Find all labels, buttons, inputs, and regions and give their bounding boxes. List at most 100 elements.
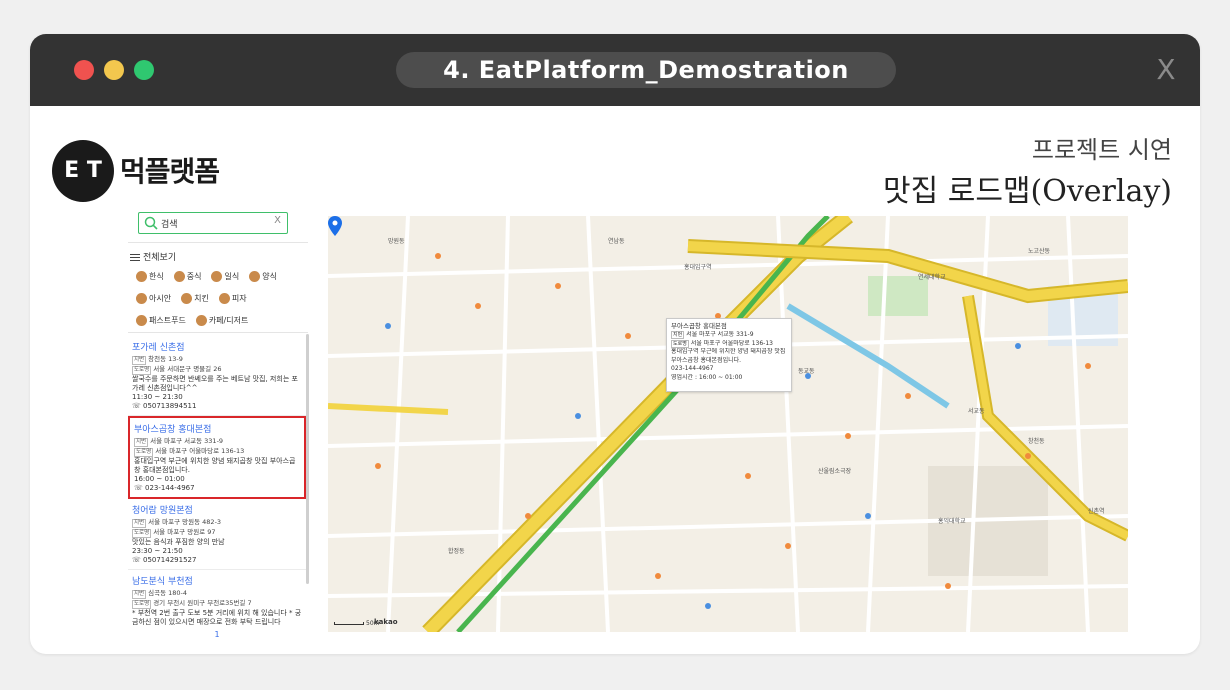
phone-icon: ☏ [132, 402, 143, 410]
phone-value: 050713894511 [142, 402, 197, 410]
road-badge: 도로명 [132, 529, 152, 538]
map-label: 망원동 [388, 238, 405, 245]
close-window-dot[interactable] [74, 60, 94, 80]
category-chicken[interactable]: 치킨 [179, 292, 213, 306]
search-icon [144, 216, 158, 230]
jibun-badge: 지번 [671, 331, 685, 339]
jibun-badge: 지번 [132, 356, 147, 365]
food-icon [136, 293, 147, 304]
search-input[interactable] [161, 215, 271, 231]
road-value: 서울 서대문구 명물길 26 [153, 365, 222, 373]
map-label: 서교동 [968, 408, 985, 415]
clear-search-icon[interactable]: X [274, 215, 281, 226]
close-icon[interactable]: X [1156, 53, 1176, 86]
food-icon [218, 293, 230, 304]
category-asian[interactable]: 아시안 [134, 292, 175, 306]
maximize-window-dot[interactable] [134, 60, 154, 80]
road-badge: 도로명 [132, 600, 152, 609]
jibun-badge: 지번 [132, 590, 147, 599]
scale-bar [334, 622, 364, 625]
window-title: 4. EatPlatform_Demostration [396, 52, 896, 88]
food-icon [136, 315, 147, 326]
menu-icon [130, 252, 140, 263]
list-scrollbar[interactable] [306, 334, 309, 584]
category-fastfood[interactable]: 패스트푸드 [134, 314, 190, 328]
food-icon [136, 271, 147, 282]
phone-icon: ☏ [132, 556, 143, 564]
category-label: 중식 [186, 272, 202, 281]
map-provider-logo: kakao [374, 618, 398, 626]
category-label: 패스트푸드 [149, 316, 186, 325]
road-value: 서울 마포구 어울마당로 136-13 [690, 339, 773, 347]
road-value: 서울 마포구 망원로 97 [153, 528, 216, 536]
pagination-page[interactable]: 1 [214, 630, 220, 639]
map-label: 신촌역 [1088, 508, 1105, 515]
category-label: 한식 [149, 272, 164, 281]
phone-icon: ☏ [134, 484, 145, 492]
category-western[interactable]: 양식 [247, 270, 281, 284]
map-marker-icon[interactable] [328, 216, 342, 236]
logo-mark: E T [52, 140, 114, 202]
jibun-value: 창천동 13-9 [148, 355, 183, 363]
view-all-button[interactable]: 전체보기 [130, 250, 176, 263]
food-icon [195, 315, 207, 326]
phone-value: 050714291527 [142, 556, 197, 564]
category-korean[interactable]: 한식 [134, 270, 168, 284]
map-canvas [328, 216, 1128, 632]
restaurant-name[interactable]: 부아스곱창 홍대본점 [134, 425, 212, 435]
map-label: 연세대학교 [918, 274, 946, 281]
business-hours: 23:30 ~ 21:50 [132, 547, 183, 555]
category-cafe[interactable]: 카페/디저트 [194, 314, 253, 328]
phone-number: ☏ 050714291527 [132, 556, 302, 565]
restaurant-name[interactable]: 청어람 망원본점 [132, 506, 193, 516]
jibun-value: 서울 마포구 서교동 331-9 [686, 331, 754, 338]
overlay-hours: 영업시간 : 16:00 ~ 01:00 [671, 373, 743, 381]
map-label: 산울림소극장 [818, 468, 852, 475]
minimize-window-dot[interactable] [104, 60, 124, 80]
app-window: 4. EatPlatform_Demostration X E T 먹플랫폼 프… [30, 34, 1200, 654]
divider [128, 242, 308, 243]
map-label: 동교동 [798, 368, 815, 375]
category-label: 피자 [231, 294, 247, 303]
restaurant-name[interactable]: 남도분식 부천점 [132, 577, 193, 587]
category-label: 아시안 [149, 294, 172, 303]
restaurant-name[interactable]: 포가레 신촌점 [132, 343, 185, 353]
category-japanese[interactable]: 일식 [209, 270, 243, 284]
page-title: 맛집 로드맵(Overlay) [882, 174, 1172, 209]
scale-label: 50m [366, 620, 380, 627]
food-icon [173, 271, 185, 282]
road-badge: 도로명 [132, 366, 152, 375]
map-scale: 50m [334, 620, 379, 627]
phone-value: 023-144-4967 [144, 484, 195, 492]
category-pizza[interactable]: 피자 [217, 292, 251, 306]
park-area [868, 276, 928, 316]
page-subtitle: 프로젝트 시연 [1031, 136, 1172, 164]
category-chinese[interactable]: 중식 [172, 270, 206, 284]
business-hours: 16:00 ~ 01:00 [134, 475, 185, 483]
restaurant-description: 맛있는 음식과 푸짐한 양의 만남 [132, 538, 225, 546]
category-label: 일식 [224, 272, 240, 281]
food-icon [249, 271, 261, 282]
road-badge: 도로명 [134, 448, 154, 457]
map-view[interactable]: 홍대입구역 신촌역 연세대학교 서교동 동교동 창천동 망원동 합정동 산울림소… [328, 216, 1128, 632]
view-all-label: 전체보기 [143, 253, 177, 263]
business-hours: 11:30 ~ 21:30 [132, 393, 183, 401]
phone-number: ☏ 050713894511 [132, 402, 302, 411]
category-filters: 한식 중식 일식 양식아시안 치킨 피자패스트푸드 카페/디저트 [132, 264, 302, 330]
map-label: 합정동 [448, 548, 465, 555]
road-value: 경기 부천시 원미구 부천로35번길 7 [153, 599, 252, 607]
food-icon [211, 271, 223, 282]
brand-logo: E T 먹플랫폼 [52, 140, 242, 202]
